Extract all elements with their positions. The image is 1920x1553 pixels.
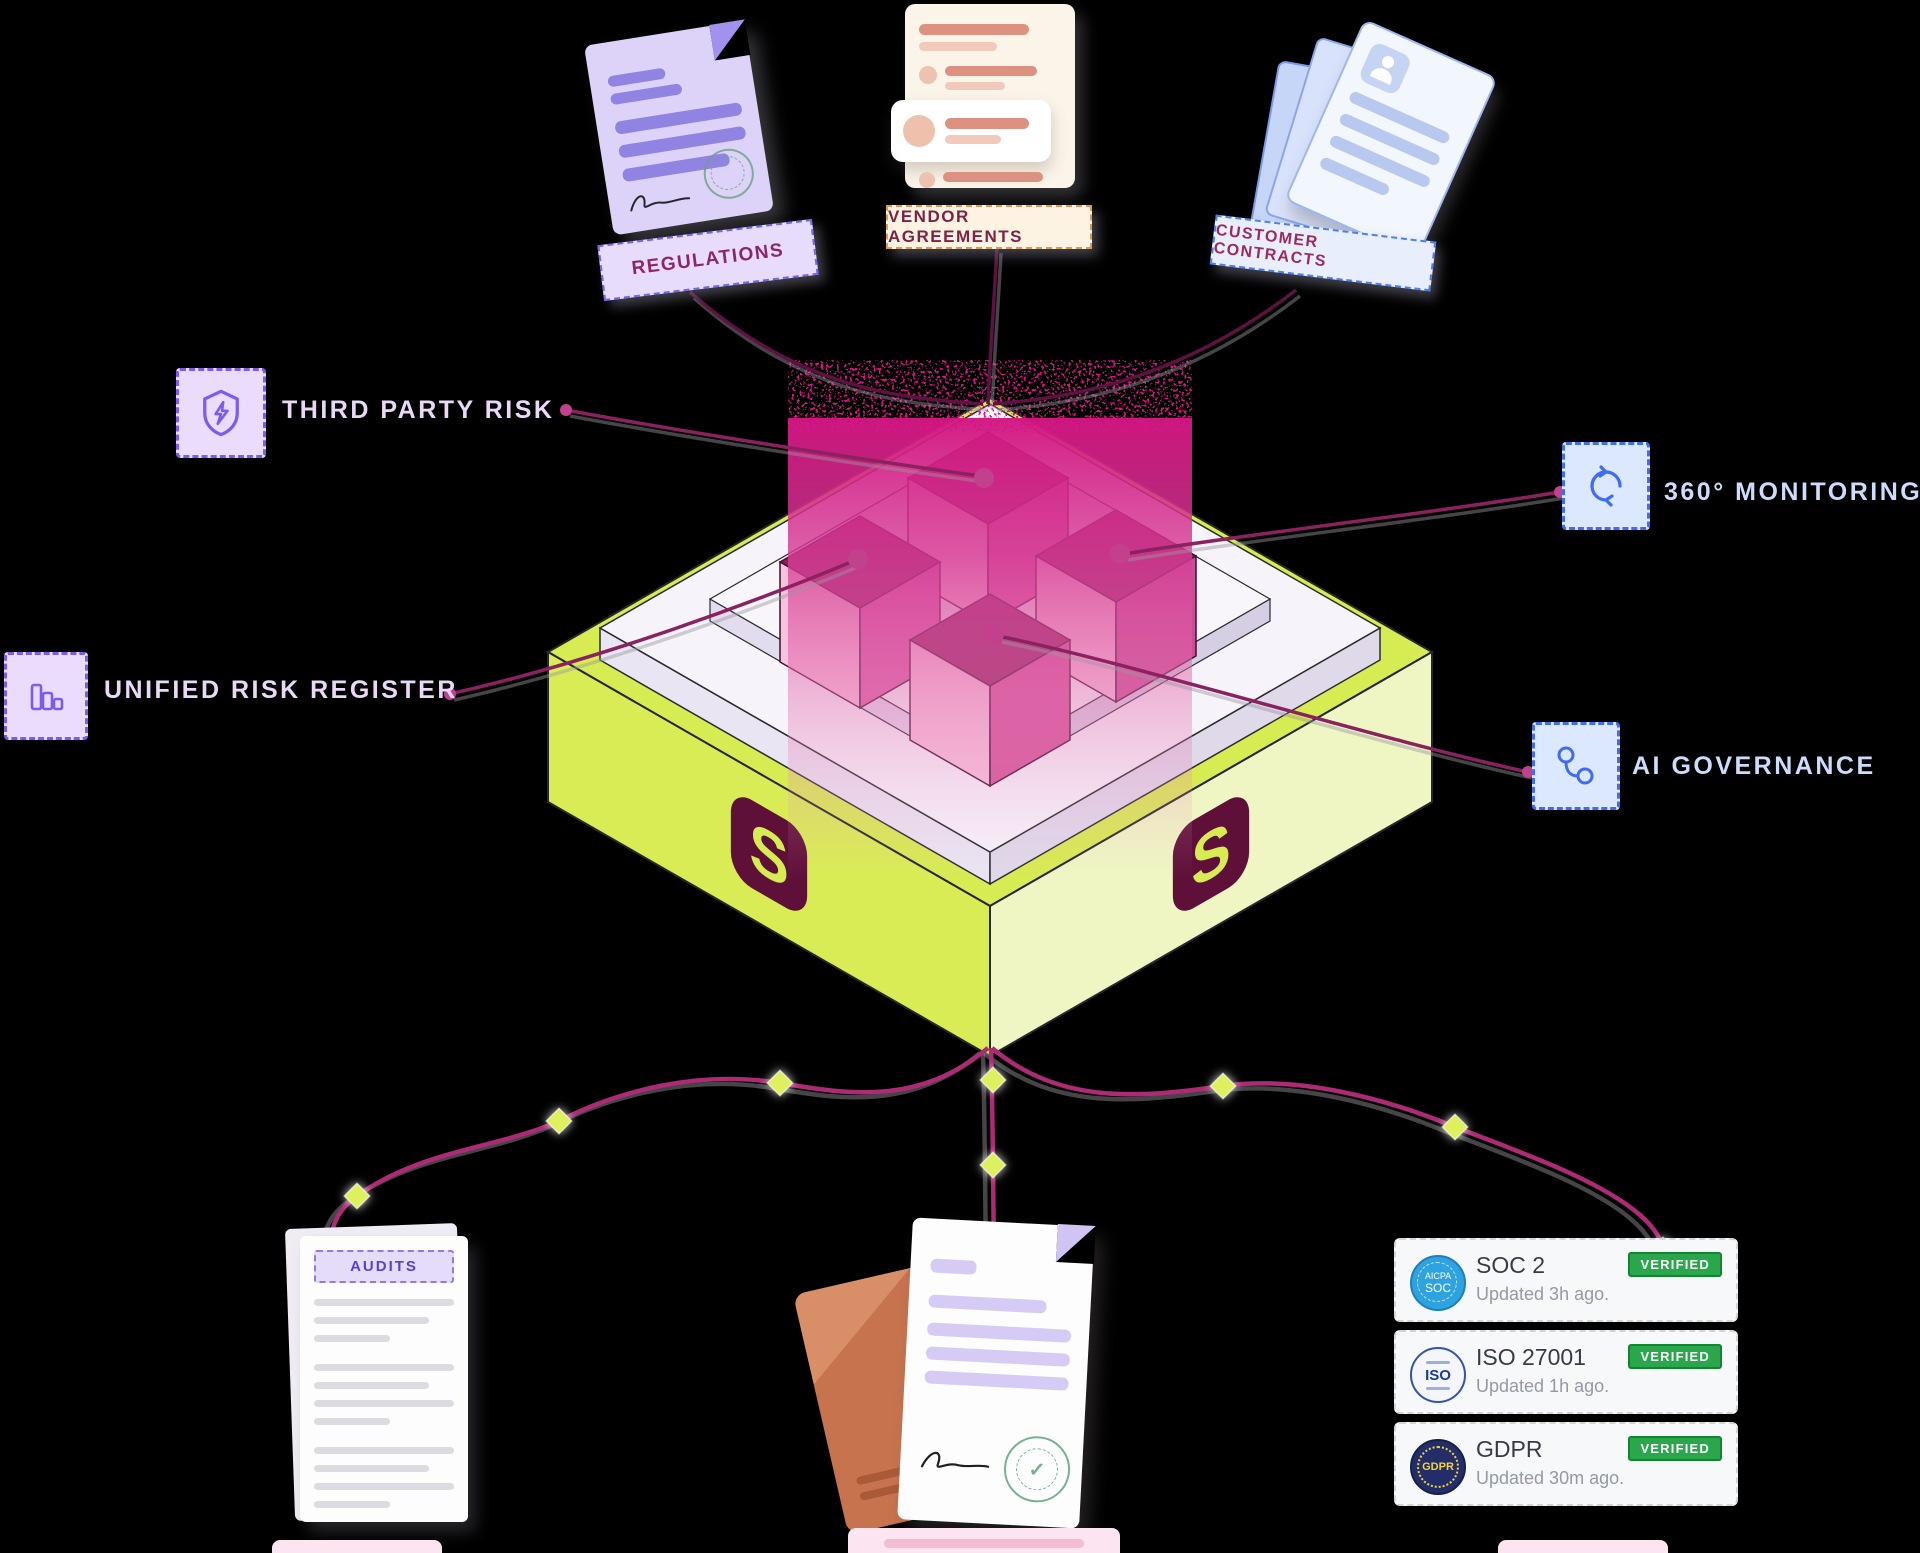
- monitoring-icon-box: [1562, 442, 1650, 530]
- user-icon: [1357, 40, 1413, 97]
- shield-bolt-icon: [203, 389, 239, 437]
- line-to-audits: [327, 1046, 990, 1245]
- page-fold: [1055, 1224, 1096, 1264]
- connector-shadows: [319, 252, 1659, 1258]
- verified-badge: VERIFIED: [1628, 1252, 1722, 1277]
- notary-seal: [700, 145, 758, 203]
- third-party-risk-icon-box: [176, 368, 266, 458]
- line-regulations: [688, 290, 984, 406]
- ai-governance-icon-box: [1532, 722, 1620, 810]
- gdpr-seal: GDPR: [1410, 1439, 1466, 1495]
- line-monitoring: [1123, 490, 1561, 556]
- doc-line: [924, 1370, 1069, 1391]
- audits-header: AUDITS: [314, 1250, 454, 1283]
- audits-paragraph: [314, 1447, 454, 1508]
- audits-document: AUDITS: [300, 1236, 468, 1522]
- doc-line: [930, 1258, 977, 1275]
- connector-dots: [444, 404, 1566, 778]
- badge-title: SOC 2: [1476, 1252, 1546, 1278]
- doc-line: [607, 67, 667, 88]
- route-icon: [1557, 746, 1594, 785]
- doc-line: [925, 1346, 1071, 1367]
- vendor-row: [919, 66, 1037, 90]
- badge-card-iso27001: ISO ISO 27001 Updated 1h ago. VERIFIED: [1394, 1330, 1738, 1414]
- signature: [630, 195, 691, 212]
- platform-logo-left: S: [730, 797, 808, 911]
- doc-line: [926, 1322, 1072, 1343]
- seal-text: ISO: [1425, 1366, 1451, 1384]
- signature: [920, 1451, 990, 1468]
- approval-stamp: ✓: [1002, 1434, 1072, 1504]
- signed-contract-document: ✓: [897, 1217, 1096, 1529]
- sync-icon: [1590, 465, 1622, 507]
- audits-caption-sliver: [272, 1540, 442, 1553]
- verified-badge: VERIFIED: [1628, 1344, 1722, 1369]
- contract-caption-sliver: [848, 1528, 1120, 1553]
- vendor-agreements-tag: VENDOR AGREEMENTS: [886, 205, 1092, 249]
- regulations-tag-label: REGULATIONS: [630, 239, 786, 280]
- badge-updated: Updated 3h ago.: [1476, 1284, 1610, 1304]
- regulations-document: [583, 19, 775, 236]
- magenta-curtain: [788, 360, 1192, 880]
- verified-badge: VERIFIED: [1628, 1436, 1722, 1461]
- badge-title: ISO 27001: [1476, 1344, 1586, 1370]
- vendor-row: [919, 172, 1043, 188]
- avatar: [903, 115, 935, 147]
- iso-seal: ISO: [1410, 1347, 1466, 1403]
- badge-card-gdpr: GDPR GDPR Updated 30m ago. VERIFIED: [1394, 1422, 1738, 1506]
- audits-paragraph: [314, 1299, 454, 1342]
- vendor-highlight-card: [891, 100, 1051, 162]
- monitoring-label: 360° MONITORING: [1664, 478, 1920, 506]
- risk-register-icon-box: [4, 652, 88, 740]
- badge-updated: Updated 30m ago.: [1476, 1468, 1625, 1488]
- badge-title: GDPR: [1476, 1436, 1543, 1462]
- line-ai-governance: [997, 634, 1529, 774]
- vendor-row: [919, 24, 1029, 51]
- page-fold: [709, 19, 751, 61]
- doc-line: [928, 1294, 1047, 1314]
- line-customer-contracts: [992, 288, 1298, 406]
- audits-paragraph: [314, 1364, 454, 1425]
- risk-register-label: UNIFIED RISK REGISTER: [104, 676, 458, 704]
- line-to-badges: [990, 1046, 1667, 1253]
- badges-caption-sliver: [1498, 1540, 1668, 1553]
- vendor-agreements-card: [891, 4, 1075, 188]
- third-party-risk-label: THIRD PARTY RISK: [282, 396, 555, 424]
- ai-governance-label: AI GOVERNANCE: [1632, 752, 1876, 780]
- vendor-agreements-tag-label: VENDOR AGREEMENTS: [888, 207, 1023, 246]
- line-vendor-agreements: [986, 246, 999, 405]
- line-third-party-risk: [565, 408, 981, 478]
- line-risk-register: [449, 558, 857, 696]
- badge-card-soc2: AICPA SOC SOC 2 Updated 3h ago. VERIFIED: [1394, 1238, 1738, 1322]
- doc-line: [609, 83, 683, 106]
- connector-lines: [327, 246, 1667, 1253]
- aicpa-soc-seal: AICPA SOC: [1410, 1255, 1466, 1311]
- badge-updated: Updated 1h ago.: [1476, 1376, 1610, 1396]
- bar-chart-icon: [30, 683, 64, 711]
